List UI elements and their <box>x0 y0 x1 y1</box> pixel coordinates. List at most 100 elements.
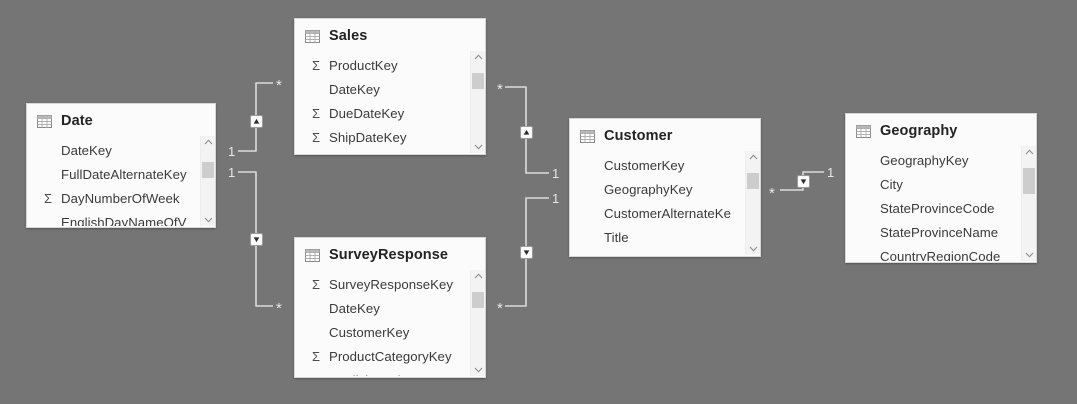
cardinality-one-label-date-surveyresponse: 1 <box>228 165 236 180</box>
sigma-icon: Σ <box>44 190 53 206</box>
field-row[interactable]: ΣStateProvinceName <box>846 220 1021 244</box>
field-name: FullDateAlternateKey <box>61 166 187 182</box>
field-row[interactable]: ΣDateKey <box>295 77 470 101</box>
cardinality-many-label-date-surveyresponse: * <box>276 300 282 317</box>
table-icon <box>305 29 320 43</box>
vertical-scrollbar[interactable] <box>745 151 760 255</box>
sigma-icon: Σ <box>312 57 321 73</box>
field-name: GeographyKey <box>880 152 969 168</box>
field-list[interactable]: ΣGeographyKeyΣCityΣStateProvinceCodeΣSta… <box>846 146 1021 262</box>
field-list[interactable]: Σ SurveyResponseKeyΣDateKeyΣCustomerKeyΣP… <box>295 270 470 377</box>
field-row[interactable]: Σ SurveyResponseKey <box>295 272 470 296</box>
field-row[interactable]: Σ ProductKey <box>295 53 470 77</box>
vertical-scrollbar[interactable] <box>200 136 215 226</box>
field-name: ProductKey <box>329 57 398 73</box>
table-card-date[interactable]: DateΣDateKeyΣFullDateAlternateKeyΣ DayNum… <box>26 103 216 228</box>
scrollbar-thumb[interactable] <box>747 173 759 189</box>
chevron-up-icon[interactable] <box>474 273 483 279</box>
field-row[interactable]: ΣFirstName <box>570 249 745 256</box>
field-row[interactable]: ΣCustomerKey <box>295 149 470 153</box>
chevron-up-icon[interactable] <box>749 154 758 160</box>
field-name: FirstName <box>604 254 665 256</box>
field-row[interactable]: ΣCity <box>846 172 1021 196</box>
scrollbar-thumb[interactable] <box>472 73 484 89</box>
field-row[interactable]: ΣCustomerKey <box>570 153 745 177</box>
field-row[interactable]: ΣTitle <box>570 225 745 249</box>
field-row[interactable]: ΣCustomerKey <box>295 320 470 344</box>
scrollbar-thumb[interactable] <box>472 292 484 308</box>
chevron-down-icon[interactable] <box>204 217 213 223</box>
chevron-up-icon[interactable] <box>1025 149 1034 155</box>
table-header-surveyresponse[interactable]: SurveyResponse <box>295 238 485 270</box>
cardinality-many-label-date-sales: * <box>276 77 282 94</box>
scrollbar-thumb[interactable] <box>1023 168 1035 194</box>
field-name: EnglishDayNameOfV <box>61 214 187 227</box>
field-name: GeographyKey <box>604 181 693 197</box>
field-row[interactable]: ΣGeographyKey <box>846 148 1021 172</box>
table-icon <box>37 114 52 128</box>
table-card-customer[interactable]: CustomerΣCustomerKeyΣGeographyKeyΣCustom… <box>569 118 761 257</box>
table-header-sales[interactable]: Sales <box>295 19 485 51</box>
field-row[interactable]: ΣDateKey <box>295 296 470 320</box>
field-row[interactable]: ΣGeographyKey <box>570 177 745 201</box>
field-name: ProductCategoryKey <box>329 348 452 364</box>
cardinality-one-label-date-sales: 1 <box>228 144 236 159</box>
chevron-down-icon[interactable] <box>474 144 483 150</box>
table-icon <box>305 248 320 262</box>
field-row[interactable]: Σ DayNumberOfWeek <box>27 186 200 210</box>
field-list[interactable]: ΣDateKeyΣFullDateAlternateKeyΣ DayNumberO… <box>27 136 200 227</box>
table-title: Geography <box>880 123 958 139</box>
table-body: ΣCustomerKeyΣGeographyKeyΣCustomerAltern… <box>570 151 760 255</box>
cross-filter-arrow-icon-surveyresponse-customer[interactable] <box>520 246 533 259</box>
field-name: StateProvinceCode <box>880 200 995 216</box>
table-body: ΣGeographyKeyΣCityΣStateProvinceCodeΣSta… <box>846 146 1036 261</box>
vertical-scrollbar[interactable] <box>1021 146 1036 261</box>
cross-filter-arrow-icon-date-sales[interactable] <box>250 115 263 128</box>
field-row[interactable]: ΣCustomerAlternateKe <box>570 201 745 225</box>
table-body: ΣDateKeyΣFullDateAlternateKeyΣ DayNumberO… <box>27 136 215 226</box>
field-name: DayNumberOfWeek <box>61 190 180 206</box>
cardinality-many-label-surveyresponse-customer: * <box>497 300 503 317</box>
sigma-icon: Σ <box>312 276 321 292</box>
scrollbar-thumb[interactable] <box>202 162 214 178</box>
field-name: CustomerAlternateKe <box>604 205 732 221</box>
field-row[interactable]: ΣEnglishDayNameOfV <box>27 210 200 227</box>
field-name: SurveyResponseKey <box>329 276 453 292</box>
field-name: DueDateKey <box>329 105 405 121</box>
table-icon <box>580 129 595 143</box>
field-list[interactable]: ΣCustomerKeyΣGeographyKeyΣCustomerAltern… <box>570 151 745 256</box>
table-title: Date <box>61 113 93 129</box>
field-name: DateKey <box>329 81 380 97</box>
field-row[interactable]: ΣStateProvinceCode <box>846 196 1021 220</box>
field-row[interactable]: ΣEnglishProductCatego <box>295 368 470 377</box>
chevron-down-icon[interactable] <box>1025 252 1034 258</box>
table-title: SurveyResponse <box>329 247 449 263</box>
chevron-up-icon[interactable] <box>474 54 483 60</box>
table-header-geography[interactable]: Geography <box>846 114 1036 146</box>
chevron-up-icon[interactable] <box>204 139 213 145</box>
cross-filter-arrow-icon-sales-customer[interactable] <box>520 126 533 139</box>
table-card-geography[interactable]: GeographyΣGeographyKeyΣCityΣStateProvinc… <box>845 113 1037 263</box>
field-name: CountryRegionCode <box>880 248 1001 262</box>
field-row[interactable]: ΣCountryRegionCode <box>846 244 1021 262</box>
field-name: DateKey <box>329 300 380 316</box>
table-body: Σ SurveyResponseKeyΣDateKeyΣCustomerKeyΣP… <box>295 270 485 376</box>
vertical-scrollbar[interactable] <box>470 51 485 153</box>
table-header-date[interactable]: Date <box>27 104 215 136</box>
field-row[interactable]: ΣFullDateAlternateKey <box>27 162 200 186</box>
cross-filter-arrow-icon-customer-geography[interactable] <box>797 175 810 188</box>
cross-filter-arrow-icon-date-surveyresponse[interactable] <box>250 233 263 246</box>
chevron-down-icon[interactable] <box>749 246 758 252</box>
chevron-down-icon[interactable] <box>474 367 483 373</box>
table-header-customer[interactable]: Customer <box>570 119 760 151</box>
field-list[interactable]: Σ ProductKeyΣDateKeyΣDueDateKeyΣShipDateK… <box>295 51 470 153</box>
field-row[interactable]: ΣDateKey <box>27 138 200 162</box>
vertical-scrollbar[interactable] <box>470 270 485 376</box>
table-title: Customer <box>604 128 673 144</box>
